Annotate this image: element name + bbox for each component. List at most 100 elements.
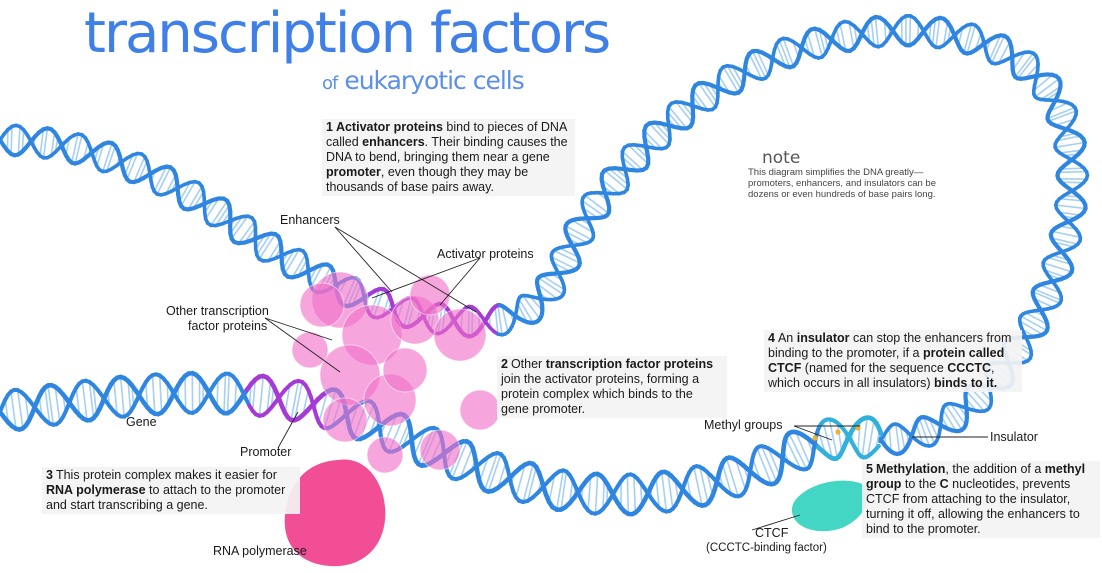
dna-base-pair <box>1014 52 1034 78</box>
dna-base-pair <box>318 391 329 423</box>
label-other-tf-line2: factor proteins <box>188 319 268 333</box>
dna-base-pair <box>963 23 973 53</box>
dna-base-pair <box>113 380 118 415</box>
step-keyword: RNA polymerase <box>46 483 146 497</box>
dna-base-pair <box>178 181 191 202</box>
dna-base-pair <box>721 463 733 495</box>
dna-strand-segment <box>875 443 881 450</box>
leader-line <box>439 257 481 306</box>
dna-base-pair <box>988 35 1002 61</box>
dna-base-pair <box>153 166 168 192</box>
dna-base-pair <box>698 82 717 108</box>
dna-base-pair <box>478 456 490 482</box>
dna-base-pair <box>215 204 231 226</box>
dna-base-pair <box>10 391 17 429</box>
step-number: 5 <box>866 462 873 476</box>
dna-base-pair <box>997 41 1011 64</box>
dna-base-pair <box>608 167 629 186</box>
dna-base-pair <box>137 160 148 181</box>
step-keyword: enhancers <box>362 135 425 149</box>
dna-base-pair <box>584 194 610 214</box>
leader-line <box>793 425 833 441</box>
dna-base-pair <box>722 66 740 94</box>
dna-base-pair <box>627 144 649 165</box>
dna-base-pair <box>648 122 670 146</box>
dna-base-pair <box>75 387 81 416</box>
dna-base-pair <box>1033 298 1054 309</box>
dna-base-pair <box>848 22 855 49</box>
dna-base-pair <box>119 376 126 417</box>
dna-base-pair <box>725 458 740 497</box>
step-number: 1 <box>326 120 333 134</box>
dna-base-pair <box>551 256 577 270</box>
step-keyword: binds to it. <box>934 376 998 390</box>
dna-base-pair <box>237 221 256 244</box>
step-text-run: bind to pieces of DNA called <box>326 120 567 149</box>
dna-base-pair <box>47 385 55 425</box>
dna-base-pair <box>699 466 709 504</box>
dna-base-pair <box>782 38 795 67</box>
dna-base-pair <box>290 380 300 421</box>
dna-base-pair <box>1051 230 1081 239</box>
dna-base-pair <box>282 249 295 270</box>
note-text: This diagram simplifies the DNA greatly—… <box>748 167 936 200</box>
dna-base-pair <box>778 39 791 68</box>
dna-base-pair <box>501 305 509 333</box>
dna-base-pair <box>813 28 823 58</box>
label-gene: Gene <box>126 415 157 429</box>
dna-base-pair <box>226 373 231 414</box>
step-keyword: transcription factor proteins <box>545 357 714 371</box>
dna-base-pair <box>1059 197 1084 202</box>
step-text-run: (named for the sequence <box>801 361 948 375</box>
dna-base-pair <box>54 386 61 422</box>
dna-base-pair <box>836 423 843 453</box>
dna-base-pair <box>928 418 939 439</box>
dna-base-pair <box>581 200 606 218</box>
dna-base-pair <box>210 200 228 226</box>
step-text-run: This protein complex makes it easier for <box>55 468 277 482</box>
label-methyl-groups: Methyl groups <box>704 418 783 432</box>
label-ctcf: CTCF <box>755 526 789 540</box>
dna-base-pair <box>667 473 674 509</box>
step-keyword: promoter <box>326 165 381 179</box>
step-keyword: C <box>939 477 949 491</box>
step-text-run: to attach to the promoter and start tran… <box>46 483 286 512</box>
dna-base-pair <box>1058 211 1081 217</box>
dna-base-pair <box>587 476 592 511</box>
dna-base-pair <box>653 122 671 141</box>
label-rna-polymerase: RNA polymerase <box>213 544 307 558</box>
dna-base-pair <box>944 404 963 431</box>
transcription-factor-protein <box>433 308 487 362</box>
leader-line <box>334 226 393 293</box>
subtitle-of: of <box>322 73 338 94</box>
dna-base-pair <box>894 423 901 454</box>
dna-base-pair <box>74 134 83 164</box>
methyl-group-dot <box>835 429 841 435</box>
dna-base-pair <box>21 129 25 152</box>
dna-base-pair <box>966 24 977 54</box>
dna-base-pair <box>1019 320 1044 336</box>
dna-base-pair <box>675 101 694 124</box>
dna-base-pair <box>692 89 709 111</box>
dna-base-pair <box>1025 312 1048 325</box>
dna-base-pair <box>915 423 924 445</box>
dna-base-pair <box>158 375 163 413</box>
dna-base-pair <box>748 53 763 80</box>
dna-base-pair <box>565 225 593 241</box>
step-text-run: nucleotides, prevents CTCF from attachin… <box>866 477 1080 536</box>
dna-base-pair <box>17 126 21 155</box>
dna-base-pair <box>204 197 220 220</box>
dna-base-pair <box>761 445 778 483</box>
dna-base-pair <box>734 459 747 491</box>
dna-base-pair <box>950 403 967 426</box>
dna-base-pair <box>756 447 773 485</box>
step-keyword: insulator <box>796 331 850 345</box>
dna-base-pair <box>156 166 172 195</box>
dna-base-pair <box>1055 141 1085 149</box>
dna-base-pair <box>822 421 834 459</box>
dna-base-pair <box>839 23 847 51</box>
dna-base-pair <box>559 247 579 258</box>
step-text-run: join the activator proteins, forming a p… <box>501 372 700 416</box>
step-keyword: Activator proteins <box>335 120 443 134</box>
